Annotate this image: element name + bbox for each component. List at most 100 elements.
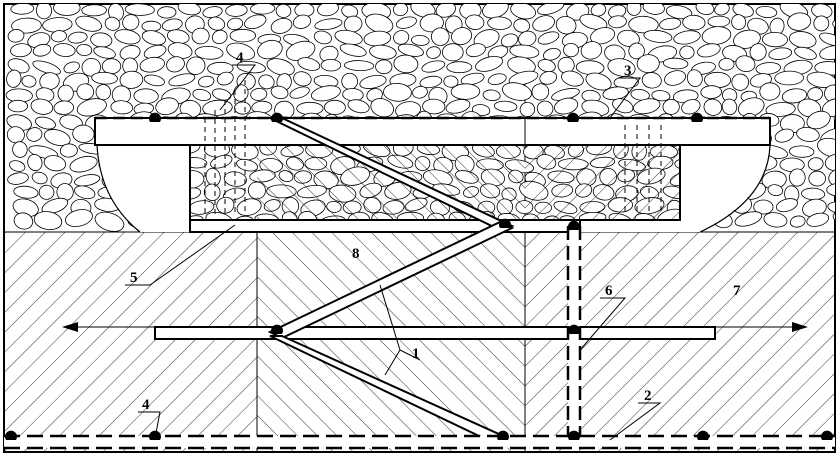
excavation bbox=[96, 144, 771, 233]
pebble bbox=[682, 14, 706, 31]
pebble bbox=[788, 145, 815, 158]
pebble bbox=[643, 29, 673, 43]
pebble bbox=[833, 113, 835, 129]
pebble bbox=[67, 31, 88, 44]
pebble bbox=[822, 97, 835, 118]
pebble bbox=[628, 15, 659, 34]
pebble bbox=[633, 98, 661, 115]
pebble bbox=[110, 100, 134, 115]
pebble bbox=[679, 45, 695, 60]
pebble bbox=[27, 154, 43, 172]
pebble bbox=[9, 160, 26, 172]
pebble bbox=[813, 15, 830, 32]
pebble bbox=[369, 44, 397, 60]
pebble bbox=[422, 98, 446, 115]
pebble bbox=[753, 199, 774, 215]
pebble bbox=[229, 28, 257, 43]
pebble bbox=[347, 99, 370, 114]
pebble bbox=[787, 12, 812, 31]
label-3: 3 bbox=[624, 63, 632, 79]
leader-lines bbox=[125, 64, 662, 441]
pebble bbox=[95, 84, 112, 101]
pebble bbox=[426, 46, 441, 59]
pebble bbox=[257, 39, 283, 60]
pebble bbox=[157, 6, 177, 19]
pebble bbox=[91, 71, 118, 85]
pebble bbox=[532, 15, 555, 32]
pebble bbox=[537, 59, 556, 73]
pebble bbox=[487, 16, 512, 30]
pebble bbox=[186, 56, 206, 75]
pebble bbox=[626, 4, 642, 16]
pebble bbox=[74, 185, 96, 200]
pebble bbox=[419, 75, 443, 89]
pebble bbox=[36, 4, 53, 20]
pebble bbox=[431, 27, 450, 46]
pebble bbox=[832, 18, 835, 32]
pebble bbox=[191, 27, 210, 45]
pebble bbox=[608, 15, 627, 29]
pebble bbox=[69, 155, 98, 173]
pebble bbox=[443, 75, 459, 88]
pebble bbox=[761, 31, 788, 48]
pebble bbox=[493, 100, 518, 112]
pebble bbox=[104, 16, 121, 31]
pebble bbox=[275, 4, 292, 18]
pebble bbox=[765, 102, 796, 117]
pebble bbox=[763, 212, 788, 228]
pebble bbox=[781, 88, 808, 104]
pebble bbox=[393, 54, 419, 74]
pebble bbox=[10, 43, 32, 58]
pebble bbox=[226, 42, 255, 61]
pebble bbox=[580, 41, 603, 60]
pebble bbox=[734, 211, 763, 227]
pebble bbox=[26, 127, 43, 142]
pebble bbox=[554, 97, 579, 115]
pebble bbox=[651, 90, 671, 102]
pebble bbox=[465, 43, 486, 58]
pebble bbox=[227, 17, 244, 31]
pebble bbox=[410, 4, 436, 18]
pebble bbox=[630, 88, 650, 101]
pebble bbox=[450, 83, 481, 100]
pebble bbox=[789, 215, 806, 228]
pebble bbox=[628, 42, 645, 60]
pebble bbox=[7, 172, 29, 185]
pebble bbox=[270, 85, 289, 100]
pebble bbox=[555, 16, 577, 35]
pebble bbox=[225, 4, 248, 17]
vertical-post bbox=[566, 226, 582, 448]
pebble bbox=[292, 14, 312, 29]
pebble bbox=[665, 5, 693, 20]
pebble bbox=[590, 27, 616, 45]
pebble bbox=[31, 171, 48, 185]
pebble bbox=[343, 15, 363, 33]
pebble bbox=[531, 83, 550, 101]
pebble bbox=[794, 46, 817, 60]
pebble bbox=[244, 14, 267, 30]
pebble bbox=[759, 82, 781, 101]
pebble bbox=[659, 17, 682, 31]
pebble bbox=[697, 43, 721, 58]
pebble bbox=[768, 47, 793, 60]
pebble bbox=[579, 14, 608, 30]
pebble bbox=[662, 98, 680, 115]
pebble bbox=[94, 211, 125, 232]
pebble bbox=[681, 99, 701, 115]
pebble bbox=[617, 29, 640, 47]
pebble bbox=[755, 6, 778, 18]
pebble bbox=[733, 29, 761, 49]
pebble bbox=[101, 58, 122, 75]
pebble bbox=[317, 4, 339, 17]
pebble bbox=[13, 212, 34, 230]
pebble bbox=[64, 209, 93, 227]
pebble bbox=[412, 85, 428, 99]
pebble bbox=[359, 74, 387, 89]
label-2: 2 bbox=[644, 388, 652, 404]
pebble bbox=[451, 27, 473, 46]
pebble bbox=[537, 4, 565, 15]
pebble bbox=[832, 211, 835, 224]
pebble bbox=[392, 4, 409, 17]
pebble bbox=[59, 114, 83, 130]
pebble bbox=[543, 47, 561, 61]
